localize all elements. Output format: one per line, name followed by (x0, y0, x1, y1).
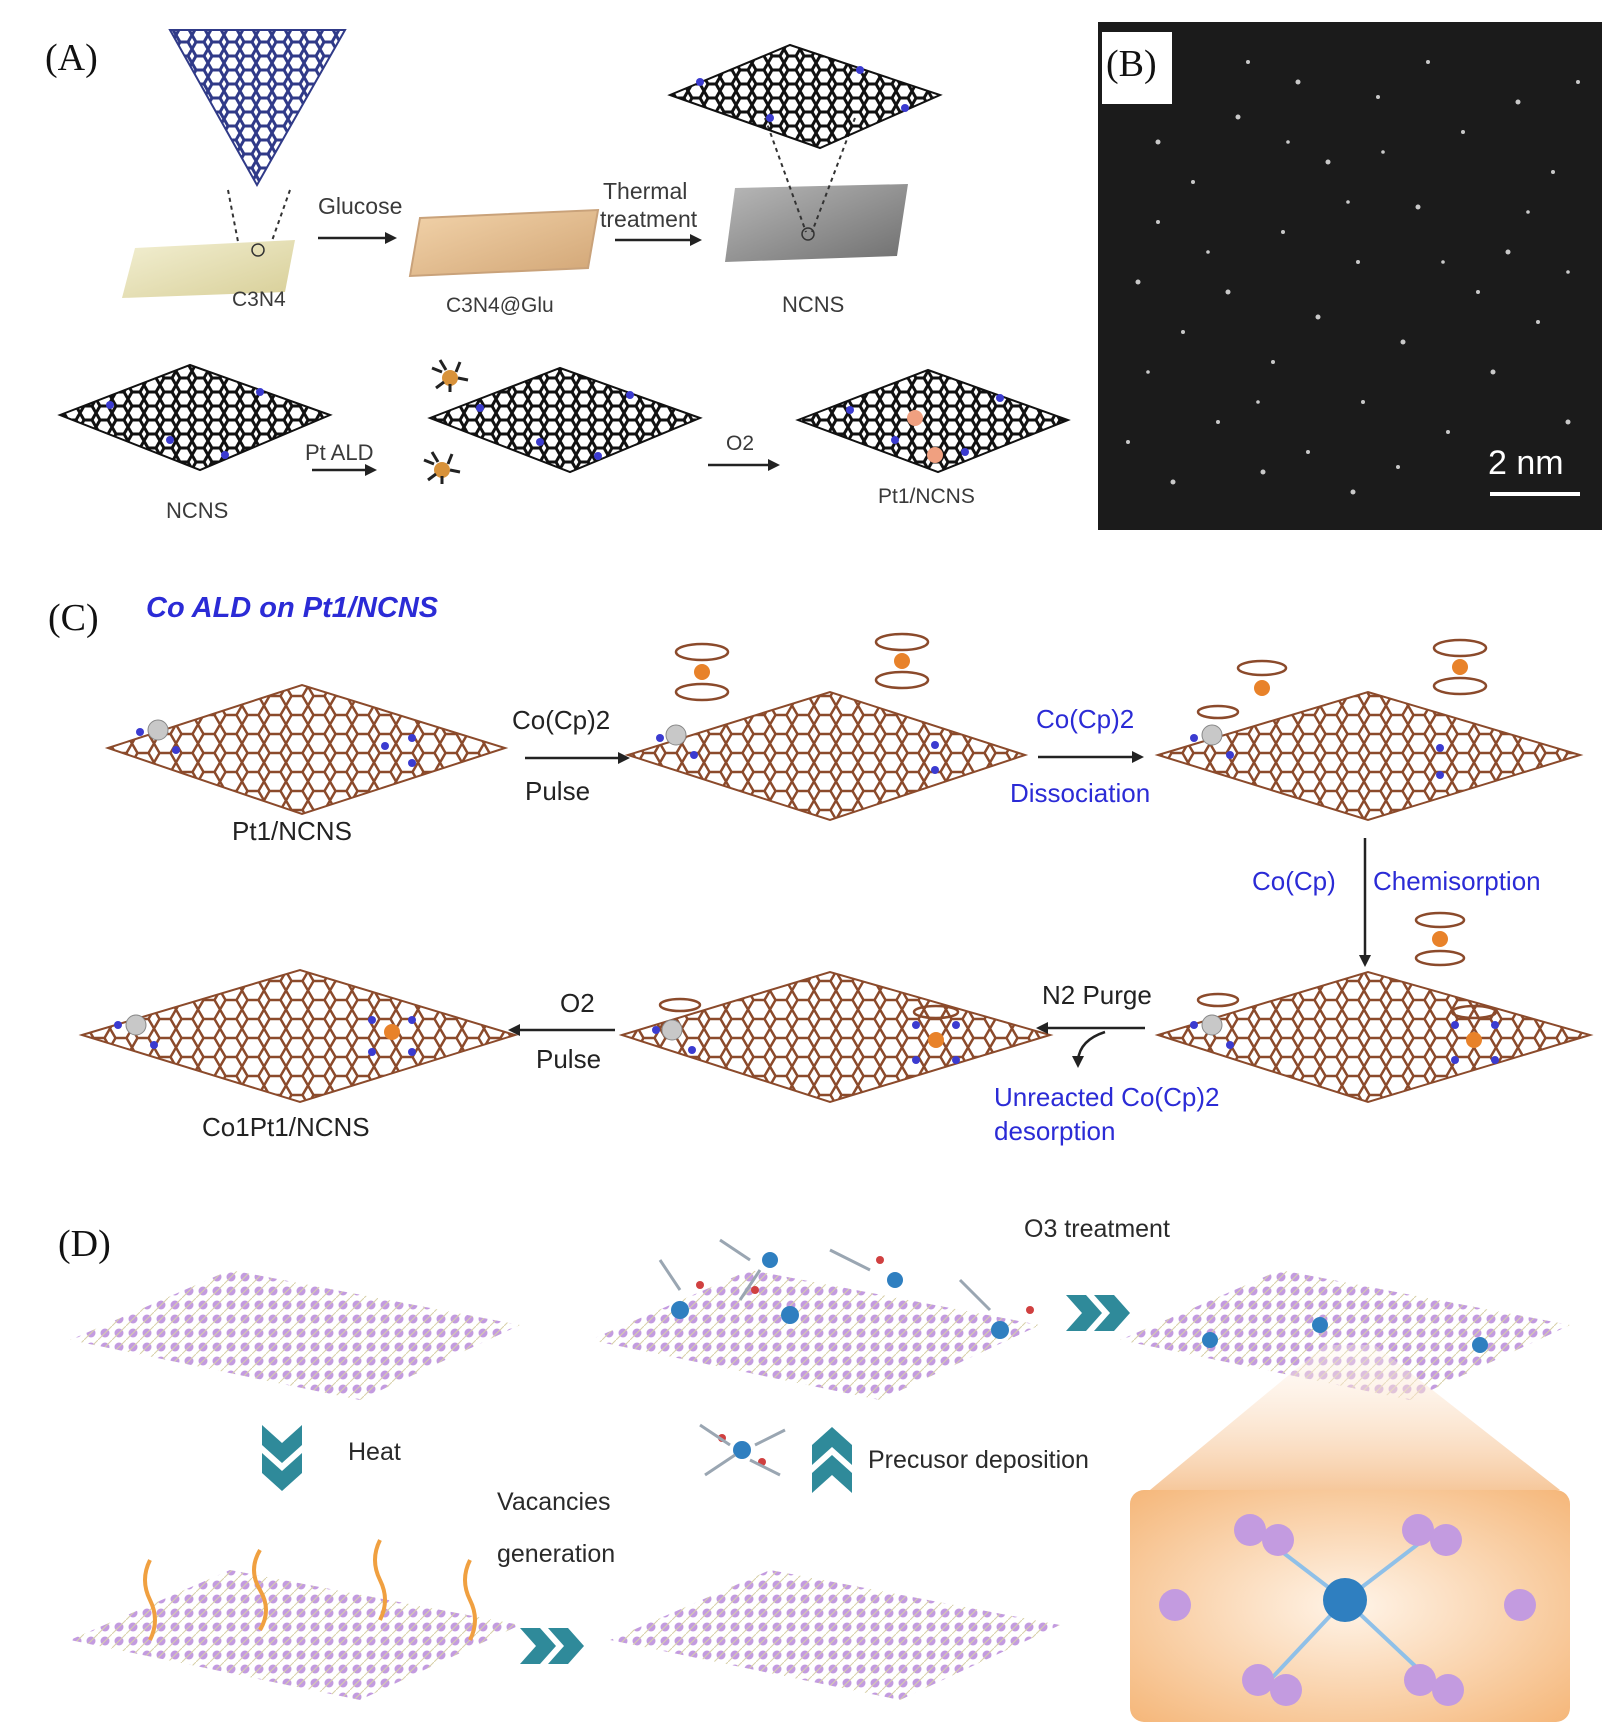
co1pt1-ncns-label: Co1Pt1/NCNS (202, 1112, 370, 1142)
panel-c-graphics (78, 632, 1594, 1104)
o2-label-c: O2 (560, 988, 595, 1018)
o2-label-a: O2 (726, 432, 755, 455)
zoom-inset-atoms (1159, 1514, 1536, 1706)
vacancies-label: Vacancies (497, 1488, 611, 1516)
n2-purge-label: N2 Purge (1042, 980, 1152, 1010)
pulse-label-1: Pulse (525, 776, 591, 806)
graphene-sheet-4 (1154, 970, 1594, 1104)
panel-d-graphics (70, 1238, 1570, 1722)
cobaltocene-molecule-4 (1414, 911, 1466, 967)
cobaltocene-fragment-1 (1236, 659, 1288, 696)
chemisorption-label: Chemisorption (1373, 866, 1541, 896)
c3n4-slab (122, 240, 295, 298)
cocp-label: Co(Cp) (1252, 866, 1336, 896)
graphene-sheet-3 (1154, 690, 1584, 822)
treatment-label: treatment (600, 206, 698, 232)
zoom-funnel (1150, 1345, 1560, 1490)
ncns-slab (725, 184, 908, 262)
mos2-lattice-top-middle (590, 1270, 1040, 1400)
o3-treatment-label: O3 treatment (1024, 1215, 1170, 1243)
chevron-arrow-down-heat (262, 1425, 302, 1491)
chevron-arrow-right-top (1066, 1295, 1130, 1331)
desorption-label: desorption (994, 1116, 1116, 1146)
ncns-top-label: NCNS (782, 292, 845, 317)
panel-c-label: (C) (48, 597, 99, 639)
cobaltocene-molecule-2 (874, 632, 930, 690)
graphene-sheet-6 (78, 968, 519, 1104)
pt-precursor-molecule-1 (431, 359, 469, 392)
c3n4-glu-slab (408, 208, 600, 278)
c3n4-triangle-structure (168, 29, 347, 188)
panel-c-title: Co ALD on Pt1/NCNS (146, 592, 439, 624)
thermal-label: Thermal (603, 178, 688, 204)
unreacted-label: Unreacted Co(Cp)2 (994, 1082, 1220, 1112)
cocp2-label-1: Co(Cp)2 (512, 705, 611, 735)
chevron-arrow-up-precursor (812, 1427, 852, 1493)
pt-precursor-molecule-2 (423, 451, 461, 484)
cobaltocene-molecule-3 (1432, 638, 1488, 696)
pt1-ncns-label-a: Pt1/NCNS (878, 485, 975, 508)
chevron-arrow-right-bottom (520, 1628, 584, 1664)
dissociation-label: Dissociation (1010, 778, 1151, 808)
panel-b-label-box (1102, 32, 1172, 104)
glucose-label: Glucose (318, 193, 403, 219)
mos2-lattice-bottom-left (70, 1570, 520, 1700)
panel-a-label: (A) (45, 37, 98, 79)
mos2-lattice-bottom-middle (610, 1570, 1060, 1700)
cocp2-label-2: Co(Cp)2 (1036, 704, 1135, 734)
precursor-deposition-label: Precusor deposition (868, 1446, 1089, 1474)
cobaltocene-molecule-1 (674, 642, 730, 702)
panel-d-label: (D) (58, 1223, 111, 1265)
heat-label: Heat (348, 1438, 401, 1466)
c3n4-label: C3N4 (232, 288, 286, 311)
ncns-sheet-bottom-middle (427, 366, 703, 474)
ncns-sheet-bottom-left (57, 363, 333, 472)
pt-ald-label: Pt ALD (305, 440, 374, 465)
graphene-sheet-2 (624, 690, 1029, 822)
precursor-molecule-single (699, 1423, 786, 1477)
precursor-molecules-top (658, 1238, 1034, 1339)
graphene-sheet-1 (104, 683, 509, 816)
ncns-bottom-label: NCNS (166, 498, 229, 523)
ncns-sheet-top (667, 43, 943, 150)
c3n4-glu-label: C3N4@Glu (446, 294, 554, 317)
generation-label: generation (497, 1540, 616, 1568)
panel-b-label: (B) (1106, 43, 1157, 85)
scale-bar (1490, 492, 1580, 496)
pt1-ncns-sheet (795, 368, 1071, 474)
pulse-label-2: Pulse (536, 1044, 602, 1074)
graphene-sheet-5 (618, 970, 1054, 1104)
scale-bar-label: 2 nm (1488, 444, 1564, 482)
stem-bright-spots (1126, 60, 1580, 495)
pt1-ncns-label-c: Pt1/NCNS (232, 816, 352, 846)
stem-image (1098, 22, 1602, 530)
mos2-lattice-top-left (70, 1270, 520, 1400)
heat-waves (143, 1539, 477, 1641)
panel-a-graphics (57, 29, 1071, 484)
mos2-lattice-top-right (1120, 1270, 1570, 1400)
